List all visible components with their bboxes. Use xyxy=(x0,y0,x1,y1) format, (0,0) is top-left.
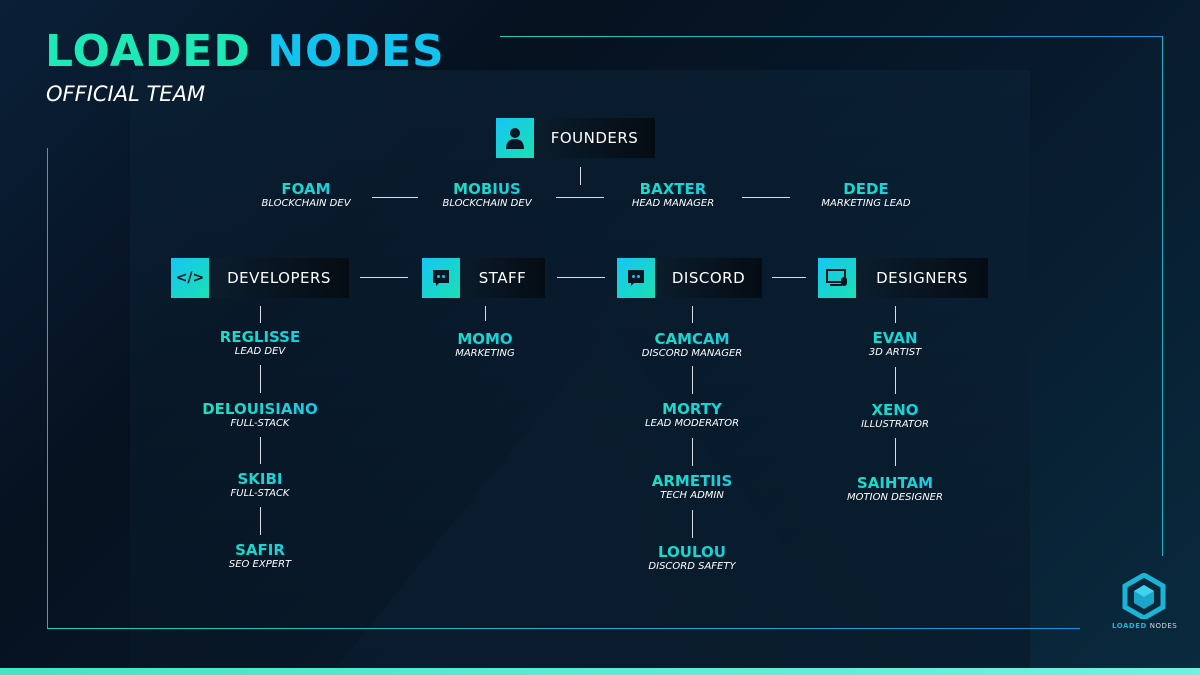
discord-icon xyxy=(617,258,655,298)
member-role: LEAD DEV xyxy=(234,346,286,357)
member-role: 3D ARTIST xyxy=(868,347,922,358)
member-role: MARKETING xyxy=(455,348,515,359)
discord-label: DISCORD xyxy=(671,269,746,287)
page-subtitle: OFFICIAL TEAM xyxy=(46,82,206,106)
connector xyxy=(260,437,261,464)
connector xyxy=(360,277,408,278)
member-name: EVAN xyxy=(805,330,985,346)
connector xyxy=(372,197,418,198)
code-icon: </> xyxy=(171,258,209,298)
designers-header: DESIGNERS xyxy=(818,258,988,298)
design-monitor-icon xyxy=(818,258,856,298)
bottom-accent-bar xyxy=(0,668,1200,675)
member-role: TECH ADMIN xyxy=(660,490,724,501)
logo-text: LOADED NODES xyxy=(1112,622,1178,630)
frame-bottom xyxy=(47,628,1080,629)
connector xyxy=(895,367,896,394)
connector xyxy=(692,438,693,466)
member-name: MOBIUS xyxy=(397,181,577,197)
member-role: DISCORD SAFETY xyxy=(648,561,736,572)
member-role: FULL-STACK xyxy=(230,418,290,429)
developers-label: DEVELOPERS xyxy=(227,269,331,287)
connector xyxy=(260,507,261,535)
connector xyxy=(895,438,896,466)
member-role: LEAD MODERATOR xyxy=(644,418,740,429)
title-part-1: LOADED xyxy=(45,26,251,77)
frame-right xyxy=(1162,36,1163,556)
connector xyxy=(556,197,604,198)
discord-icon xyxy=(422,258,460,298)
developers-header: </> DEVELOPERS xyxy=(171,258,349,298)
member-name: LOULOU xyxy=(602,544,782,560)
title-part-2: NODES xyxy=(267,26,445,77)
member-name: SAIHTAM xyxy=(805,475,985,491)
founders-header: FOUNDERS xyxy=(496,118,655,158)
member-role: BLOCKCHAIN DEV xyxy=(261,198,351,209)
member-name: SKIBI xyxy=(170,471,350,487)
member-name: ARMETIIS xyxy=(602,473,782,489)
member-role: HEAD MANAGER xyxy=(631,198,715,209)
page-title: LOADED NODES xyxy=(45,26,445,77)
designers-label: DESIGNERS xyxy=(876,269,968,287)
user-icon xyxy=(496,118,534,158)
member-name: BAXTER xyxy=(583,181,763,197)
member-role: SEO EXPERT xyxy=(228,559,292,570)
connector xyxy=(692,510,693,538)
connector xyxy=(772,277,806,278)
frame-top xyxy=(500,36,1163,37)
member-name: SAFIR xyxy=(170,542,350,558)
connector xyxy=(260,365,261,393)
connector xyxy=(260,306,261,323)
founders-label: FOUNDERS xyxy=(550,129,639,147)
frame-left xyxy=(47,148,48,628)
member-role: MOTION DESIGNER xyxy=(847,492,943,503)
discord-header: DISCORD xyxy=(617,258,762,298)
connector xyxy=(692,366,693,394)
staff-header: STAFF xyxy=(422,258,545,298)
connector xyxy=(692,306,693,323)
member-role: ILLUSTRATOR xyxy=(861,419,929,430)
member-name: FOAM xyxy=(216,181,396,197)
member-name: MOMO xyxy=(395,331,575,347)
member-role: MARKETING LEAD xyxy=(821,198,911,209)
connector xyxy=(580,167,581,185)
member-name: CAMCAM xyxy=(602,331,782,347)
connector xyxy=(742,197,790,198)
connector xyxy=(557,277,605,278)
member-name: DELOUISIANO xyxy=(170,401,350,417)
connector xyxy=(485,306,486,321)
connector xyxy=(895,306,896,323)
logo-hexagon-icon xyxy=(1122,572,1166,621)
member-name: XENO xyxy=(805,402,985,418)
member-role: FULL-STACK xyxy=(230,488,290,499)
member-name: REGLISSE xyxy=(170,329,350,345)
member-name: DEDE xyxy=(776,181,956,197)
member-role: BLOCKCHAIN DEV xyxy=(442,198,532,209)
member-role: DISCORD MANAGER xyxy=(641,348,743,359)
staff-label: STAFF xyxy=(478,269,527,287)
member-name: MORTY xyxy=(602,401,782,417)
